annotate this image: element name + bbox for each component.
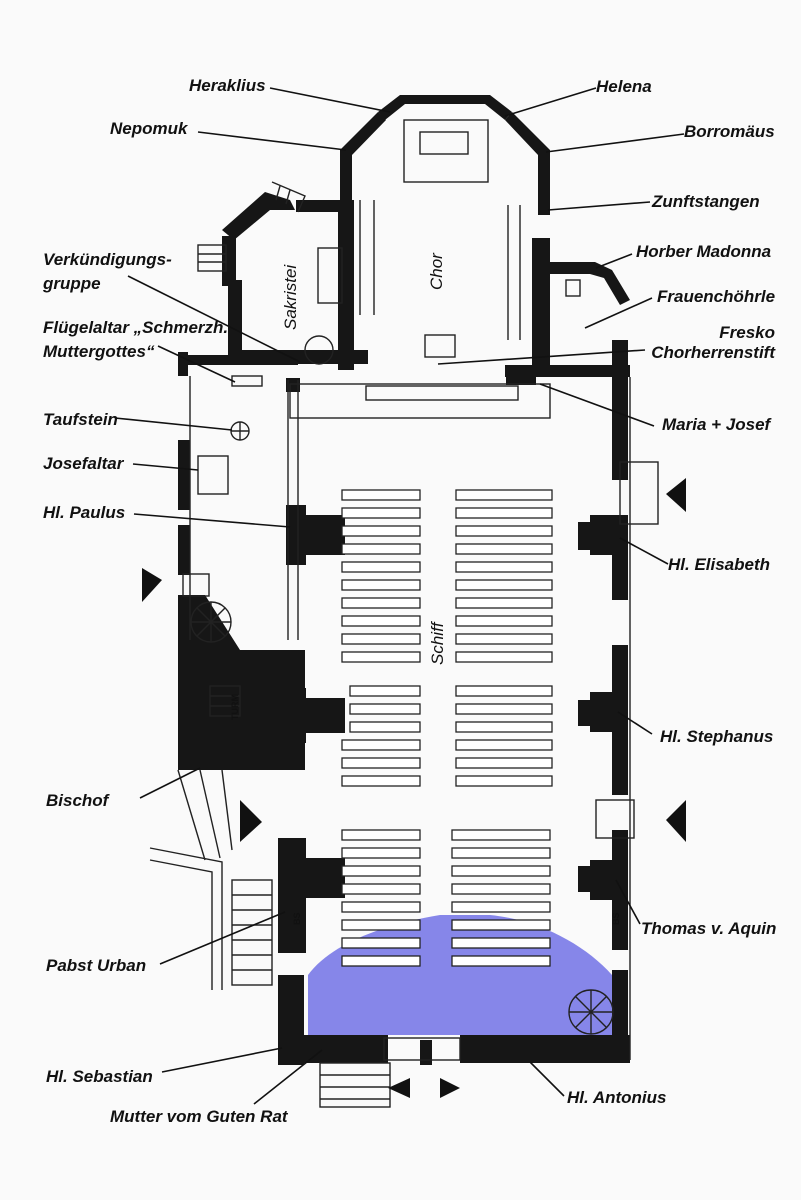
room-label-chor: Chor [427,252,446,290]
label-josefaltar: Josefaltar [43,454,125,473]
entrance-markers [142,478,686,1098]
walls [178,95,630,1065]
label-hl-sebastian: Hl. Sebastian [46,1067,153,1086]
room-label-bs-left: BS [292,912,302,925]
thin-lines [149,119,659,1108]
pews [341,489,553,967]
label-thomas: Thomas v. Aquin [641,919,776,938]
label-fresko-line2: Chorherrenstift [651,343,776,362]
label-verkuendigung-line2: gruppe [42,274,101,293]
label-horber-madonna: Horber Madonna [636,242,771,261]
room-label-sakristei: Sakristei [281,264,300,330]
label-hl-antonius: Hl. Antonius [567,1088,666,1107]
label-taufstein: Taufstein [43,410,118,429]
label-hl-stephanus: Hl. Stephanus [660,727,773,746]
label-zunftstangen: Zunftstangen [651,192,760,211]
room-label-schiff: Schiff [428,620,447,665]
label-frauenchoehrle: Frauenchöhrle [657,287,775,306]
label-hl-paulus: Hl. Paulus [43,503,125,522]
label-verkuendigung-line1: Verkündigungs- [43,250,172,269]
label-fresko-line1: Fresko [719,323,775,342]
label-heraklius: Heraklius [189,76,266,95]
label-pabst-urban: Pabst Urban [46,956,146,975]
label-hl-elisabeth: Hl. Elisabeth [668,555,770,574]
label-borromaeus: Borromäus [684,122,775,141]
room-label-turm: TURM [230,694,240,720]
label-nepomuk: Nepomuk [110,119,189,138]
label-fluegelaltar-line1: Flügelaltar „Schmerzh. [43,318,228,337]
label-bischof: Bischof [46,791,111,810]
label-maria-josef: Maria + Josef [662,415,773,434]
room-label-bs-right: BS [611,912,621,925]
highlight-area [308,915,612,1035]
label-fluegelaltar-line2: Muttergottes“ [43,342,155,361]
label-helena: Helena [596,77,652,96]
leader-lines [114,87,685,1105]
label-mutter-vom-guten-rat: Mutter vom Guten Rat [110,1107,289,1126]
